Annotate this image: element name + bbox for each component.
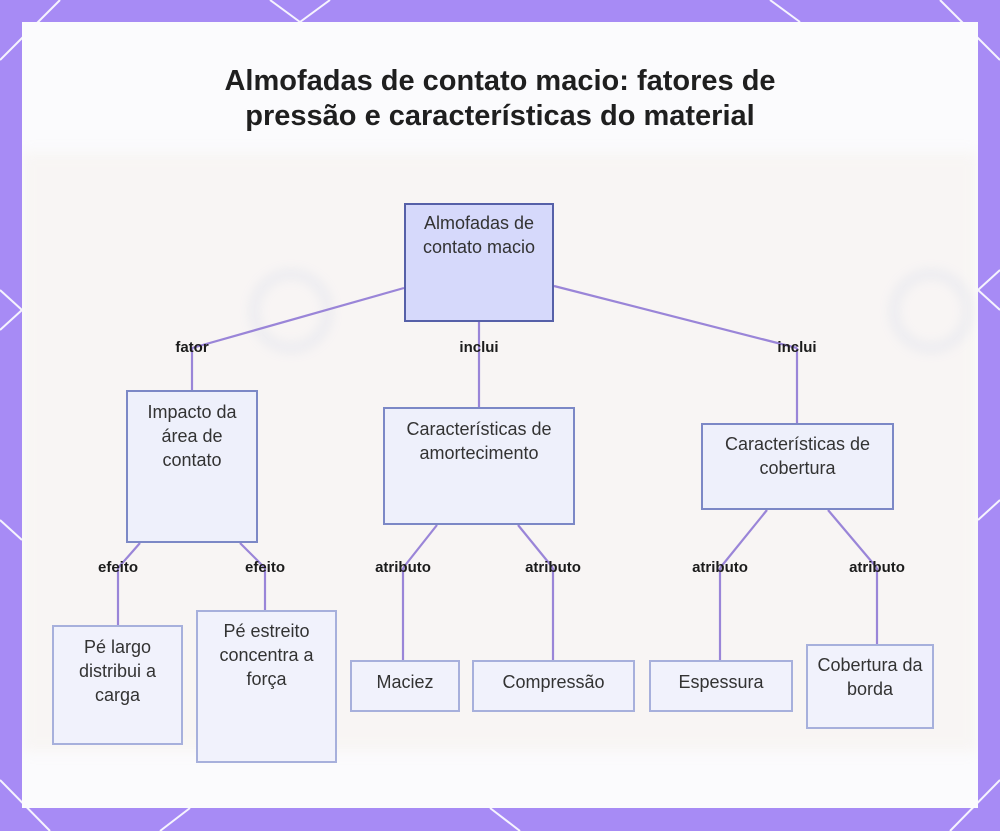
node-pe-estreito: Pé estreito concentra a força <box>196 610 337 763</box>
node-pe-largo: Pé largo distribui a carga <box>52 625 183 745</box>
background-shield-icon-right <box>892 272 970 350</box>
edge-label-atributo-4: atributo <box>849 559 905 576</box>
edge-atributo-4 <box>827 509 878 569</box>
edge-efeito-2 <box>239 542 266 569</box>
node-cobertura: Características de cobertura <box>701 423 894 510</box>
edge-atributo-2 <box>517 524 554 569</box>
edge-label-fator: fator <box>175 339 209 356</box>
node-espessura: Espessura <box>649 660 793 712</box>
node-impacto: Impacto da área de contato <box>126 390 258 543</box>
edge-fator <box>191 286 405 350</box>
edge-label-efeito-1: efeito <box>97 559 139 576</box>
node-maciez: Maciez <box>350 660 460 712</box>
edge-label-inclui-2: inclui <box>777 339 817 356</box>
edge-label-efeito-2: efeito <box>244 559 286 576</box>
edge-atributo-3 <box>719 509 768 569</box>
node-cobertura-borda: Cobertura da borda <box>806 644 934 729</box>
edge-inclui-2 <box>553 284 798 350</box>
edge-label-atributo-1: atributo <box>375 559 431 576</box>
edge-label-atributo-2: atributo <box>525 559 581 576</box>
node-compressao: Compressão <box>472 660 635 712</box>
edge-atributo-1 <box>402 524 438 569</box>
edge-label-inclui-1: inclui <box>459 339 499 356</box>
background-shield-icon <box>252 272 330 350</box>
node-root: Almofadas de contato macio <box>404 203 554 322</box>
node-amortecimento: Características de amortecimento <box>383 407 575 525</box>
diagram-title: Almofadas de contato macio: fatores de p… <box>224 65 776 132</box>
edge-efeito-1 <box>117 542 141 569</box>
edge-label-atributo-3: atributo <box>692 559 748 576</box>
